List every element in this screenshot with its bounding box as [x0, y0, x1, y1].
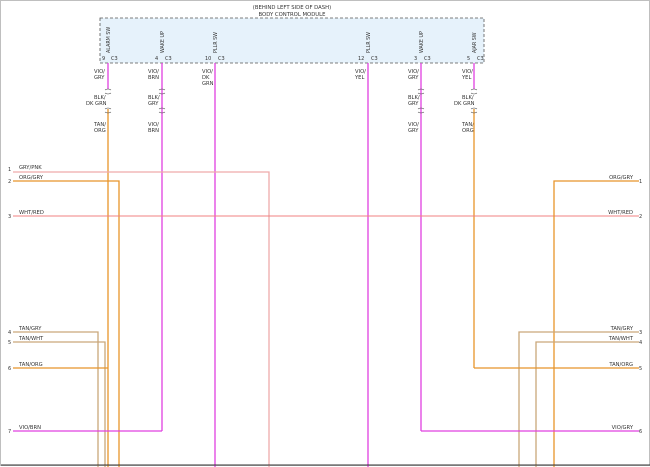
splice-icon: [470, 107, 478, 114]
wire-label-wakeup-left-top: VIO/BRN: [148, 69, 159, 81]
pin-number-3: 3: [414, 56, 417, 62]
module-location: (BEHIND LEFT SIDE OF DASH): [253, 5, 331, 11]
wire-label-alarm-mid: BLK/DK GRN: [86, 95, 107, 107]
left-wire-num-4: 4: [8, 330, 11, 336]
right-wire-num-6: 6: [639, 429, 642, 435]
pin-name-wake-up-left: WAKE UP: [160, 31, 166, 53]
left-wire-label-6: TAN/ORG: [18, 362, 43, 368]
splice-icon: [104, 107, 112, 114]
right-wire-label-5: TAN/ORG: [608, 362, 633, 368]
pin-number-9: 9: [102, 56, 105, 62]
right-wire-num-2: 2: [639, 214, 642, 220]
pin-name-alarm-sw: ALARM SW: [106, 27, 112, 53]
left-wire-num-2: 2: [8, 179, 11, 185]
connector-label: C3: [371, 56, 378, 62]
splice-icon: [417, 88, 425, 95]
splice-icon: [158, 107, 166, 114]
right-wire-label-3: TAN/GRY: [610, 326, 634, 332]
module-name: BODY CONTROL MODULE: [259, 12, 327, 18]
wire-left-5-tan-wht: [13, 341, 106, 467]
left-wire-label-4: TAN/GRY: [18, 326, 42, 332]
left-wire-label-5: TAN/WHT: [18, 336, 44, 342]
right-wire-label-6: VIO/GRY: [612, 425, 634, 431]
splice-icon: [158, 88, 166, 95]
left-wire-label-2: ORG/GRY: [19, 175, 44, 181]
pin-number-12: 12: [358, 56, 364, 62]
wire-label-pllr-right-top: VIO/YEL: [354, 69, 366, 81]
left-wire-num-3: 3: [8, 214, 11, 220]
connector-label: C3: [477, 56, 484, 62]
left-wire-label-3: WHT/RED: [19, 210, 44, 216]
splice-icon: [104, 88, 112, 95]
left-wire-num-7: 7: [8, 429, 11, 435]
pin-name-pllr-sw-right: PLLR SW: [366, 32, 372, 53]
wire-label-alarm-bottom: TAN/ORG: [93, 122, 106, 134]
connector-label: C3: [424, 56, 431, 62]
wire-left-4-tan-gry: [13, 331, 99, 467]
wire-label-wakeup-right-top: VIO/GRY: [408, 69, 419, 81]
pin-number-4: 4: [155, 56, 158, 62]
right-wire-num-1: 1: [639, 179, 642, 185]
right-wire-num-4: 4: [639, 340, 642, 346]
left-wire-num-6: 6: [8, 366, 11, 372]
right-wire-num-5: 5: [639, 366, 642, 372]
right-wire-label-2: WHT/RED: [608, 210, 633, 216]
wire-label-wakeup-right-mid: BLK/GRY: [408, 95, 420, 107]
left-wire-num-1: 1: [8, 167, 11, 173]
wire-left-1-gry-pnk: [13, 171, 270, 467]
wire-left-2-org-gry: [13, 180, 120, 467]
splice-icon: [470, 88, 478, 95]
connector-label: C3: [111, 56, 118, 62]
wire-label-wakeup-left-bottom: VIO/BRN: [148, 122, 159, 134]
wire-label-ajar-bottom: TAN/ORG: [461, 122, 474, 134]
pin-name-pllr-sw-left: PLLR SW: [213, 32, 219, 53]
wire-right-3-tan-gry: [518, 331, 639, 467]
wire-label-wakeup-right-bottom: VIO/GRY: [408, 122, 419, 134]
body-control-module-box: [99, 17, 485, 64]
wire-label-ajar-mid: BLK/DK GRN: [454, 95, 475, 107]
left-wire-label-7: VIO/BRN: [19, 425, 41, 431]
splice-icon: [417, 107, 425, 114]
wire-label-ajar-top: VIO/YEL: [461, 69, 473, 81]
connector-label: C3: [218, 56, 225, 62]
pin-name-ajar-sw: AJAR SW: [472, 32, 478, 53]
connector-label: C3: [165, 56, 172, 62]
pin-name-wake-up-right: WAKE UP: [419, 31, 425, 53]
left-wire-label-1: GRY/PNK: [19, 165, 42, 171]
wire-label-wakeup-left-mid: BLK/GRY: [148, 95, 160, 107]
left-wire-num-5: 5: [8, 340, 11, 346]
wire-right-1-org-gry: [553, 180, 639, 467]
right-wire-label-1: ORG/GRY: [609, 175, 634, 181]
right-wire-num-3: 3: [639, 330, 642, 336]
right-wire-label-4: TAN/WHT: [608, 336, 634, 342]
wire-right-4-tan-wht: [535, 341, 639, 467]
pin-number-10: 10: [205, 56, 211, 62]
pin-number-5: 5: [467, 56, 470, 62]
wire-label-alarm-top: VIO/GRY: [94, 69, 105, 81]
